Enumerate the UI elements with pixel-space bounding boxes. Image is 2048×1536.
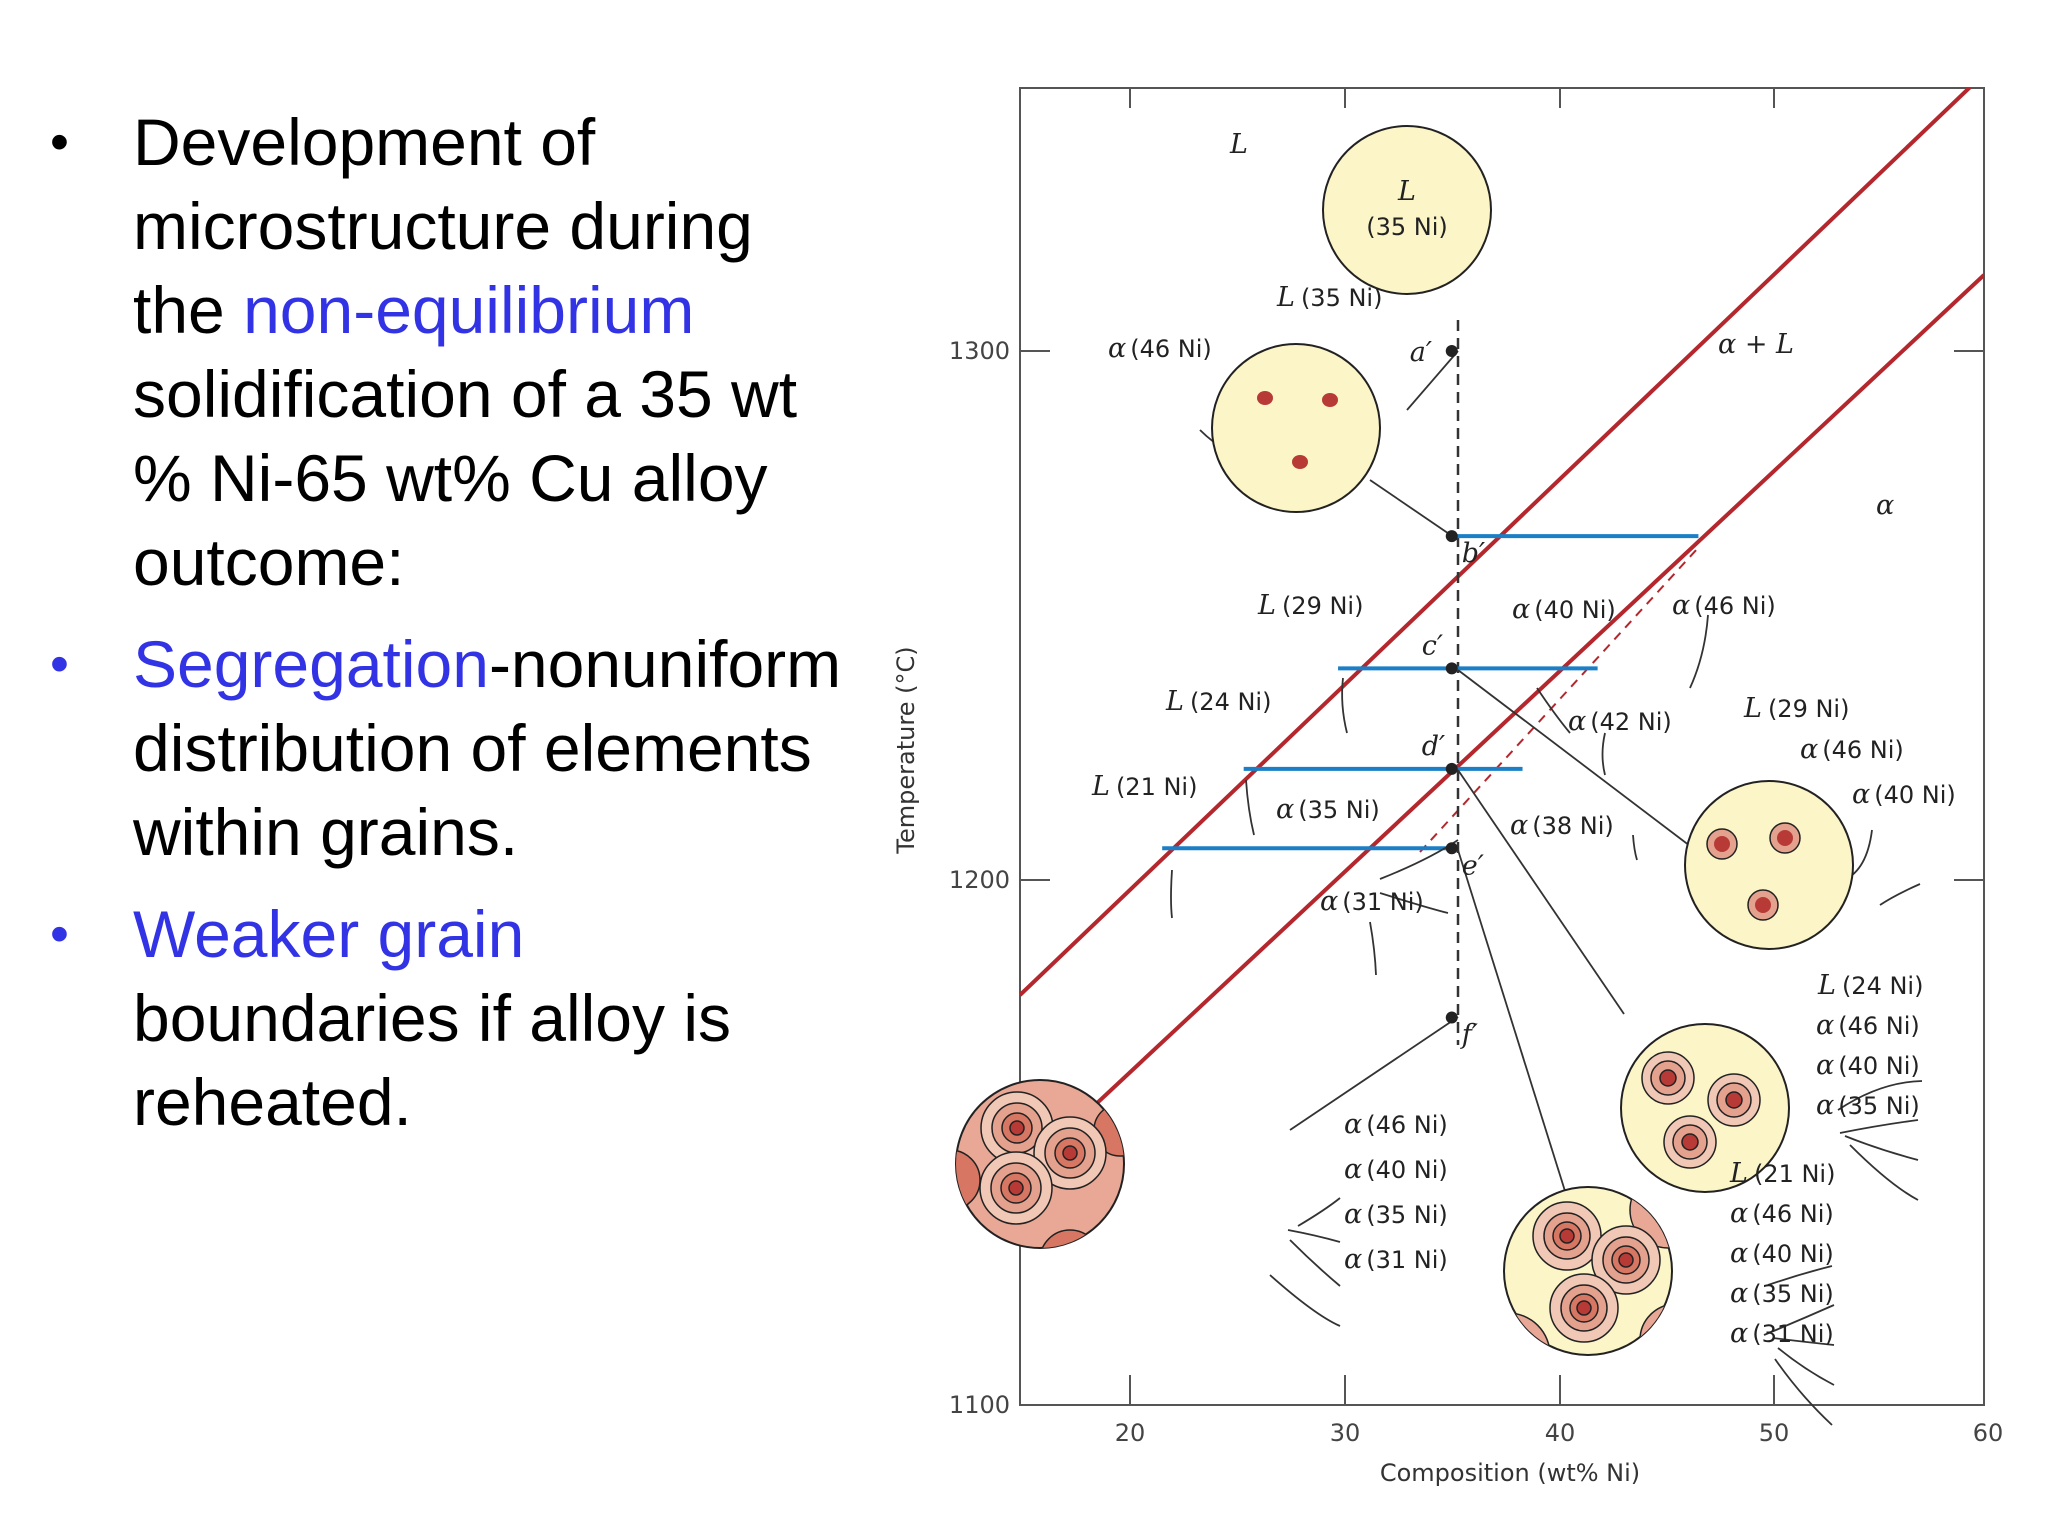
point-4: [1445, 762, 1458, 775]
label-a35: α(35 Ni): [1276, 794, 1380, 825]
label-a42: α(42 Ni): [1568, 706, 1672, 737]
x-axis-label: Composition (wt% Ni): [1380, 1459, 1640, 1487]
point-label-1: a′: [1410, 337, 1432, 368]
label-e-a31: α(31 Ni): [1730, 1318, 1834, 1349]
label-a31: α(31 Ni): [1320, 886, 1424, 917]
y-tick-1100: 1100: [949, 1391, 1010, 1419]
label-d-a40: α(40 Ni): [1816, 1050, 1920, 1081]
label-a40: α(40 Ni): [1512, 594, 1616, 625]
x-tick-30: 30: [1330, 1419, 1361, 1447]
label-l24: L(24 Ni): [1165, 686, 1271, 717]
grain-d: [1620, 1023, 1790, 1193]
label-f-a31: α(31 Ni): [1344, 1244, 1448, 1275]
grain-b: [1211, 343, 1381, 513]
label-c-a46: α(46 Ni): [1800, 734, 1904, 765]
bullet-dot-icon: •: [50, 904, 69, 964]
y-tick-1200: 1200: [949, 866, 1010, 894]
point-label-5: e′: [1462, 850, 1484, 881]
label-a38: α(38 Ni): [1510, 810, 1614, 841]
label-f-a46: α(46 Ni): [1344, 1109, 1448, 1140]
label-l35-a: L(35 Ni): [1276, 282, 1382, 313]
grain-f: [955, 1079, 1125, 1249]
bullet-dot-icon: •: [50, 112, 69, 172]
bullet-item: • Weaker grain boundaries if alloy is reh…: [50, 892, 850, 1144]
label-c-l29: L(29 Ni): [1743, 693, 1849, 724]
composition-labels: L(35 Ni) α(46 Ni) L(29 Ni) α(40 Ni) α(46…: [1091, 282, 1956, 1349]
region-liquid: L: [1229, 129, 1248, 160]
grain-liquid-composition: (35 Ni): [1366, 213, 1448, 241]
bullet-item: • Development of microstructure during th…: [50, 100, 850, 604]
bullet-dot-icon: •: [50, 634, 69, 694]
point-3: [1445, 662, 1458, 675]
solidus-line: [1020, 273, 1984, 1177]
bullet-item: • Segregation-nonuniform distribution of …: [50, 622, 850, 874]
point-label-4: d′: [1422, 731, 1445, 762]
plot-frame: [1019, 87, 1985, 1406]
x-tick-20: 20: [1115, 1419, 1146, 1447]
point-label-2: b′: [1462, 538, 1485, 569]
x-tick-50: 50: [1759, 1419, 1790, 1447]
label-l21: L(21 Ni): [1091, 771, 1197, 802]
label-a46-b: α(46 Ni): [1672, 590, 1776, 621]
highlight-text: non-equilibrium: [243, 273, 695, 347]
y-tick-1300: 1300: [949, 337, 1010, 365]
tick-marks: [1020, 88, 1984, 1405]
region-two-phase: α + L: [1718, 329, 1794, 360]
point-2: [1445, 530, 1458, 543]
bullet-text: Development of microstructure during the: [133, 105, 753, 347]
label-e-a40: α(40 Ni): [1730, 1238, 1834, 1269]
region-solid: α: [1876, 490, 1894, 521]
grain-liquid-label: L: [1397, 176, 1416, 207]
label-d-a46: α(46 Ni): [1816, 1010, 1920, 1041]
highlight-text: Segregation: [133, 627, 489, 701]
x-tick-60: 60: [1973, 1419, 2004, 1447]
tie-lines: [1162, 534, 1699, 851]
label-d-a35: α(35 Ni): [1816, 1090, 1920, 1121]
point-5: [1445, 842, 1458, 855]
label-e-l21: L(21 Ni): [1729, 1158, 1835, 1189]
label-e-a46: α(46 Ni): [1730, 1198, 1834, 1229]
label-f-a35: α(35 Ni): [1344, 1199, 1448, 1230]
phase-boundaries: [1020, 88, 1984, 1177]
x-tick-40: 40: [1545, 1419, 1576, 1447]
point-label-3: c′: [1422, 630, 1443, 661]
bullet-list: • Development of microstructure during th…: [50, 100, 850, 1162]
point-label-6: f′: [1460, 1020, 1478, 1051]
bullet-text: boundaries if alloy is reheated.: [133, 981, 731, 1139]
phase-diagram: 20 30 40 50 60 1300 1200 1100 Compositio…: [892, 87, 2004, 1487]
composition-points: a′ b′ c′ d′ e′ f′: [1410, 337, 1485, 1051]
liquidus-line: [1020, 88, 1973, 997]
y-axis-label: Temperature (°C): [892, 646, 920, 854]
nonequilibrium-solidus: [1419, 547, 1699, 853]
label-e-a35: α(35 Ni): [1730, 1278, 1834, 1309]
label-a46-a: α(46 Ni): [1108, 333, 1212, 364]
label-f-a40: α(40 Ni): [1344, 1154, 1448, 1185]
grain-liquid: L (35 Ni): [1322, 125, 1492, 295]
bullet-text: -nonuniform distribution of elements wit…: [133, 627, 842, 869]
bullet-text: solidification of a 35 wt % Ni-65 wt% Cu…: [133, 357, 798, 599]
point-6: [1445, 1011, 1458, 1024]
label-c-a40: α(40 Ni): [1852, 779, 1956, 810]
label-l29: L(29 Ni): [1257, 590, 1363, 621]
highlight-text: Weaker grain: [133, 897, 525, 971]
label-d-l24: L(24 Ni): [1817, 970, 1923, 1001]
grain-c: [1684, 780, 1854, 950]
point-1: [1445, 345, 1458, 357]
